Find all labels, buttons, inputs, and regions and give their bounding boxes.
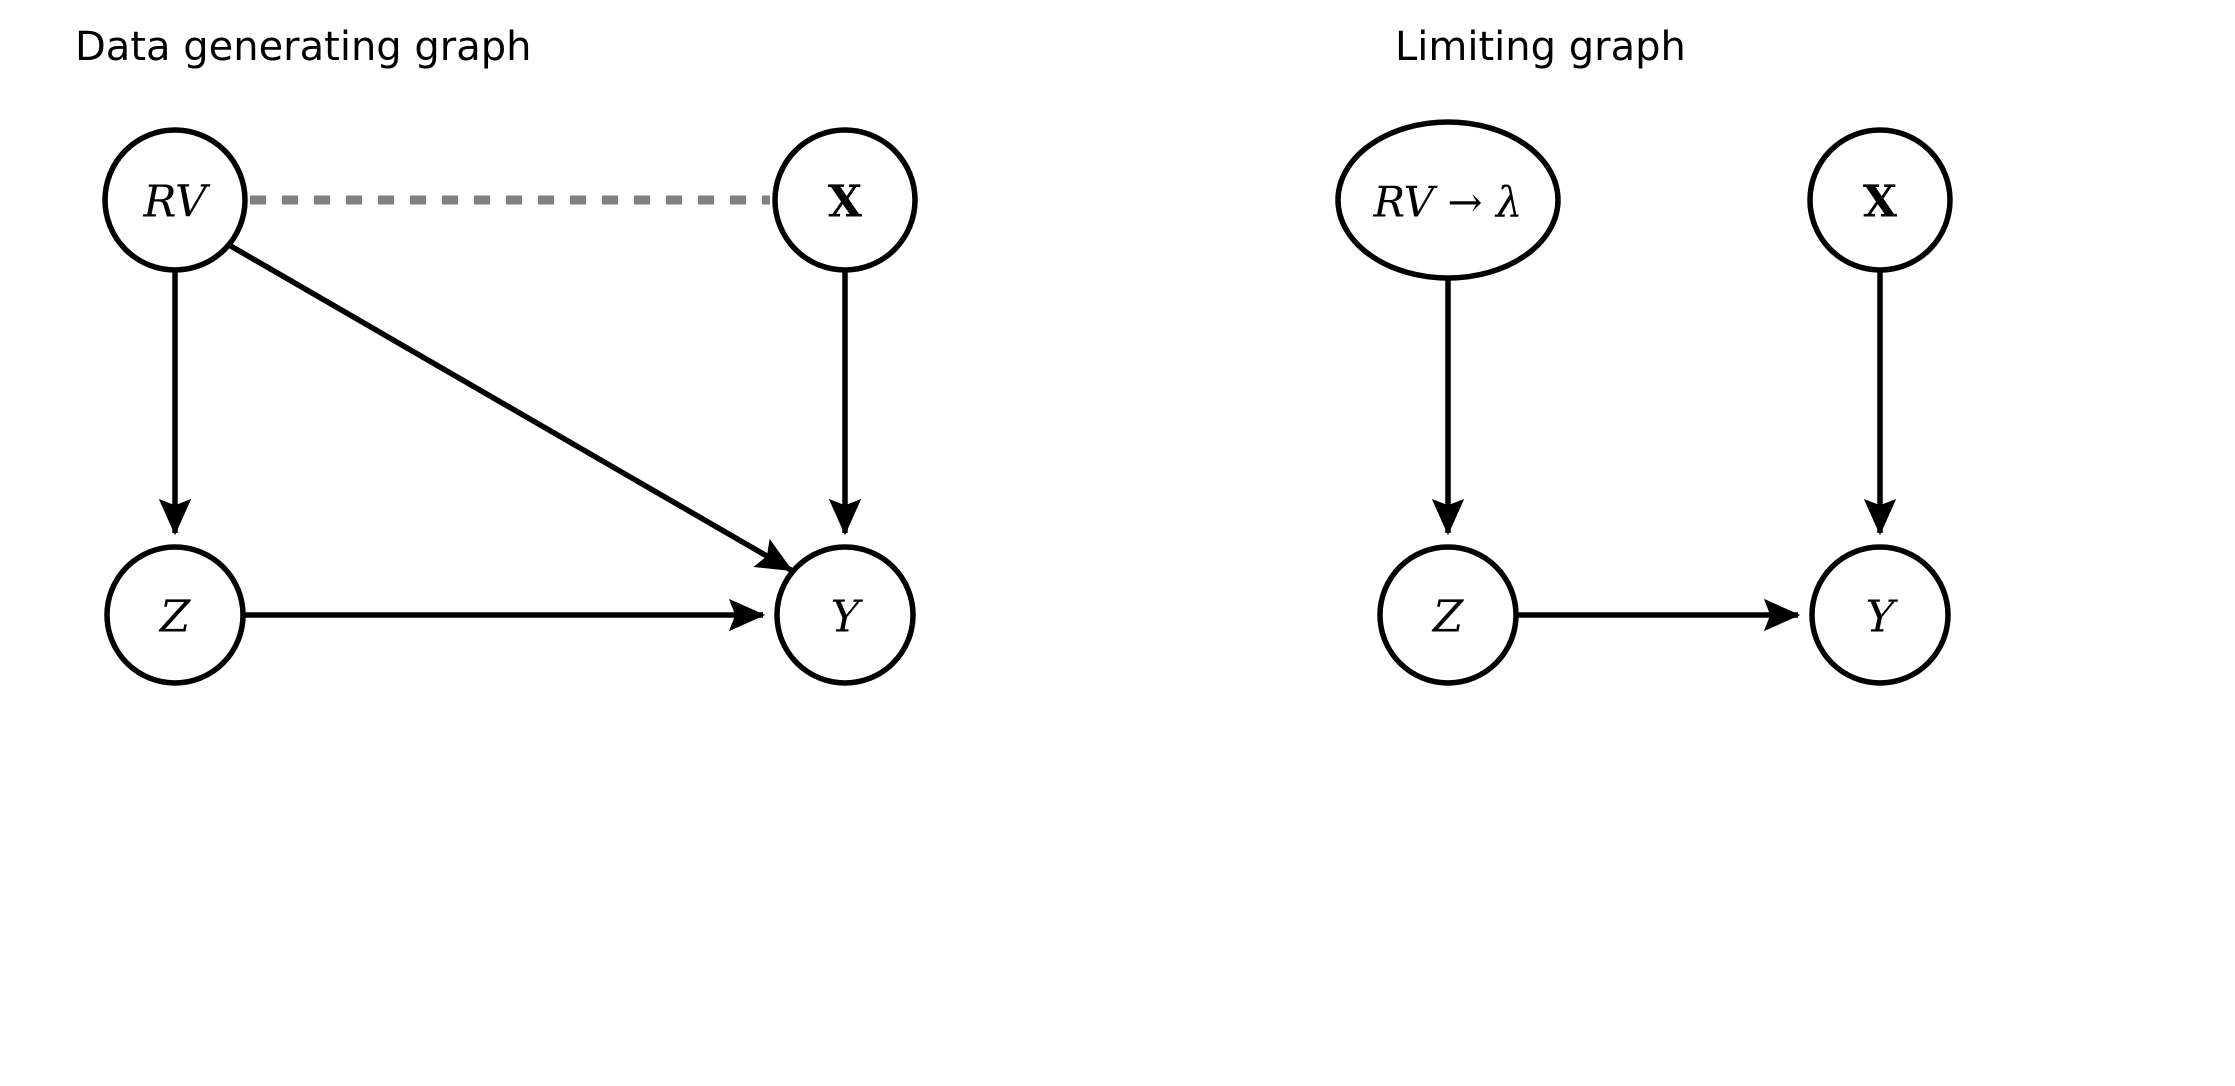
node-rv-label: RV <box>142 177 211 228</box>
node-x-outline <box>772 127 918 273</box>
panel-title-limiting: Limiting graph <box>1395 24 1686 70</box>
node-rv-lambda-label: RV → λ <box>1373 178 1523 227</box>
node-y2[interactable]: Y <box>1809 544 1951 686</box>
node-z2[interactable]: Z <box>1377 544 1519 686</box>
node-z2-outline <box>1377 544 1519 686</box>
node-y-outline <box>774 544 916 686</box>
node-rv[interactable]: RV <box>102 127 248 273</box>
node-rv-outline <box>102 127 248 273</box>
node-z-label: Z <box>158 592 192 643</box>
node-z[interactable]: Z <box>104 544 246 686</box>
node-y[interactable]: Y <box>774 544 916 686</box>
edge-rv-y-arrow <box>227 242 793 573</box>
node-z-outline <box>104 544 246 686</box>
node-x2-outline <box>1807 127 1953 273</box>
node-rv-lambda-outline <box>1335 119 1561 281</box>
node-x2[interactable]: X <box>1807 127 1953 273</box>
node-z2-label: Z <box>1431 592 1465 643</box>
node-x2-label: X <box>1863 177 1898 228</box>
node-x[interactable]: X <box>772 127 918 273</box>
node-rv-lambda[interactable]: RV → λ <box>1335 119 1561 281</box>
edges-limiting <box>1431 270 1897 632</box>
node-y2-label: Y <box>1865 592 1898 643</box>
edges-data-generating <box>158 195 862 632</box>
panel-title-data-generating: Data generating graph <box>75 24 531 70</box>
node-y2-outline <box>1809 544 1951 686</box>
node-y-label: Y <box>830 592 863 643</box>
node-x-label: X <box>828 177 863 228</box>
